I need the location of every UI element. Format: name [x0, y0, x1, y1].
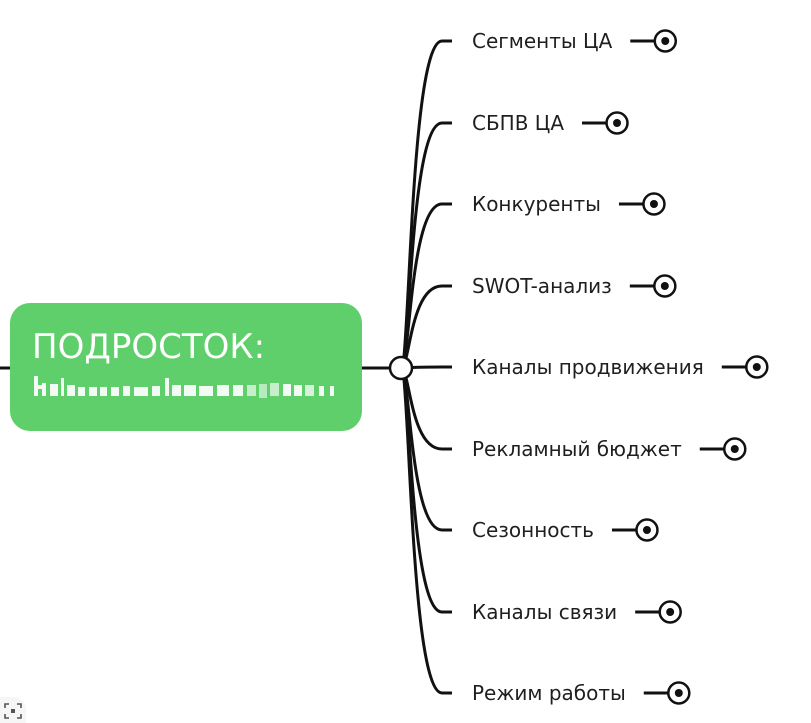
focus-frame-icon[interactable] [0, 697, 26, 723]
root-node[interactable]: ПОДРОСТОК: [10, 303, 362, 431]
collapse-toggle-dot [674, 689, 683, 697]
collapse-toggle-dot [642, 526, 651, 534]
focus-frame-glyph [4, 703, 22, 719]
collapse-toggle-dot [660, 282, 669, 290]
hub-circle-icon[interactable] [388, 355, 414, 381]
root-node-box[interactable] [10, 303, 362, 431]
root-node-title: ПОДРОСТОК: [32, 327, 265, 367]
branch-label[interactable]: Сезонность [472, 518, 594, 542]
branch-label[interactable]: Рекламный бюджет [472, 437, 682, 461]
branch-label[interactable]: SWOT-анализ [472, 274, 612, 298]
collapse-toggle-dot [649, 200, 658, 208]
collapse-toggle-dot [730, 445, 739, 453]
collapse-toggle-dot [661, 37, 670, 45]
branch-label[interactable]: СБПВ ЦА [472, 111, 564, 135]
branch-label[interactable]: Сегменты ЦА [472, 29, 613, 53]
branch-label[interactable]: Каналы связи [472, 600, 617, 624]
branch-group: Сегменты ЦА СБПВ ЦА КонкурентыSWOT-анализК… [399, 29, 769, 705]
collapse-toggle-dot [613, 119, 622, 127]
branch-label[interactable]: Режим работы [472, 681, 626, 705]
branch-label[interactable]: Каналы продвижения [472, 355, 704, 379]
root-node-obscured-subtitle [34, 376, 334, 398]
branch-label[interactable]: Конкуренты [472, 192, 601, 216]
collapse-toggle-dot [666, 608, 675, 616]
collapse-toggle-dot [752, 363, 761, 371]
branch-connector [399, 366, 452, 695]
